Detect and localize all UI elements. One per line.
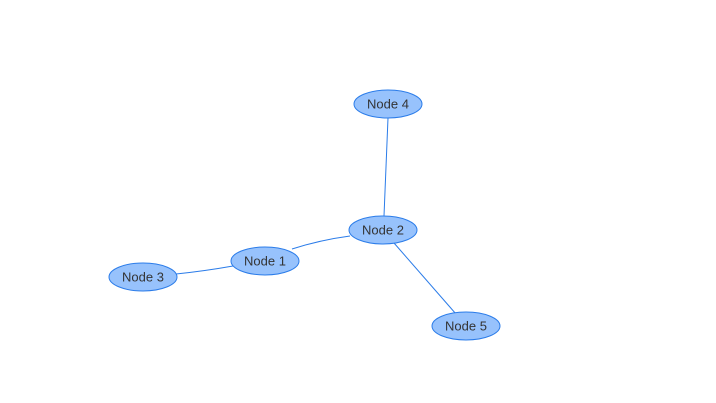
node-3-label: Node 3 [122, 270, 164, 285]
node-2-shape [348, 215, 418, 245]
node-3-shape [108, 262, 178, 292]
edge-node1-node2[interactable] [291, 235, 351, 250]
edge-node1-node3[interactable] [175, 265, 234, 275]
node-2-label: Node 2 [362, 223, 404, 238]
edges-layer [175, 117, 457, 315]
nodes-layer: Node 1 Node 2 Node 3 Node 4 Node 5 [108, 89, 501, 341]
node-1[interactable]: Node 1 [230, 246, 300, 276]
node-4-label: Node 4 [367, 97, 409, 112]
node-1-shape [230, 246, 300, 276]
node-4-shape [353, 89, 423, 119]
edge-node2-node5[interactable] [393, 242, 457, 315]
node-5-shape [431, 311, 501, 341]
node-5-label: Node 5 [445, 319, 487, 334]
edge-node2-node4[interactable] [383, 117, 389, 217]
node-1-label: Node 1 [244, 254, 286, 269]
node-2[interactable]: Node 2 [348, 215, 418, 245]
node-4[interactable]: Node 4 [353, 89, 423, 119]
node-3[interactable]: Node 3 [108, 262, 178, 292]
node-5[interactable]: Node 5 [431, 311, 501, 341]
